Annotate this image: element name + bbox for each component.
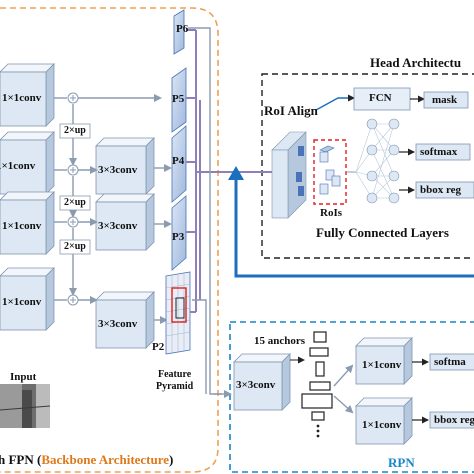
roi-to-fcn-arrow [315,94,355,111]
backbone-frame [0,7,219,473]
rpn-conv1x1-cube-1 [355,337,413,385]
conv1x1-cube-4 [0,267,55,331]
head-frame [261,73,474,259]
conv3x3-cube-2 [95,193,155,251]
fc-layers-label: Fully Connected Layers [316,225,449,240]
rpn-conv3x3-cube [233,353,291,411]
rpn-bbox-label: bbox reg [434,414,474,426]
conv3x3-label-1: 3×3conv [98,164,138,176]
rpn-softmax-box [429,353,474,371]
conv1x1-cube-3 [0,191,55,255]
rpn-conv1x1-cube-2 [355,397,413,445]
upsample-label-2: 2×up [64,197,86,208]
pyramid-p6 [173,9,185,55]
rpn-conv1x1-label-2: 1×1conv [362,419,402,431]
pyramid-p3 [171,195,187,271]
head-softmax-label: softmax [420,146,458,158]
roi-align-label: RoI Align [264,103,318,118]
rpn-conv1x1-label-1: 1×1conv [362,359,402,371]
conv3x3-cube-1 [95,137,155,195]
input-image [0,384,51,428]
add-node-2 [67,164,79,176]
upsample-label-1: 2×up [64,125,86,136]
roi-align-block [271,131,307,219]
rpn-softmax-label: softma [434,356,466,368]
conv3x3-label-2: 3×3conv [98,220,138,232]
backbone-arrows [54,94,172,324]
pyramid-p2 [165,271,191,355]
head-softmax-box [415,143,471,161]
head-title: Head Architectu [370,55,462,70]
pyramid-label-p2: P2 [152,341,165,353]
backbone-title-highlight: Backbone Architecture [41,452,170,467]
mask-box [423,91,469,109]
upsample-box-3 [59,239,91,255]
add-node-4 [67,294,79,306]
anchors-label: 15 anchors [254,335,306,347]
conv1x1-cube-1 [0,63,55,127]
conv1x1-label-2: 1×1conv [0,160,36,172]
backbone-title-prefix: h FPN ( [0,452,42,467]
mask-label: mask [432,94,458,106]
head-bbox-label: bbox reg [420,184,462,196]
pyramid-label-p5: P5 [172,93,185,105]
conv1x1-label-1: 1×1conv [2,92,42,104]
rpn-to-head-arrow [228,166,474,278]
head-bbox-box [415,181,474,199]
upsample-label-3: 2×up [64,241,86,252]
pyramid-label-p3: P3 [172,231,185,243]
rpn-split-arrows [333,364,354,414]
backbone-title: h FPN (Backbone Architecture) [0,453,173,466]
anchor-boxes [301,331,333,438]
pyramid-p5 [171,67,187,133]
rois-label: RoIs [320,207,343,219]
pyramid-caption-line1: Feature [158,369,192,380]
rpn-conv3x3-label: 3×3conv [236,379,276,391]
backbone-title-suffix: ) [169,452,174,467]
input-label: Input [10,371,37,383]
upsample-box-1 [59,123,91,139]
conv1x1-cube-2 [0,131,55,195]
fcn-label: FCN [369,92,392,104]
conv3x3-cube-3 [95,291,155,349]
conv1x1-label-3: 1×1conv [2,220,42,232]
rpn-feed-arrows [188,27,232,398]
rpn-title: RPN [388,455,415,470]
conv1x1-label-4: 1×1conv [2,296,42,308]
fc-network [355,118,415,204]
rois-region [313,139,356,205]
add-node-3 [67,216,79,228]
pyramid-label-p6: P6 [176,23,189,35]
conv3x3-label-3: 3×3conv [98,318,138,330]
rpn-bbox-box [429,411,474,429]
add-node-1 [67,92,79,104]
pyramid-p4 [171,125,187,203]
pyramid-label-p4: P4 [172,155,185,167]
pyramid-caption-line2: Pyramid [156,381,194,392]
